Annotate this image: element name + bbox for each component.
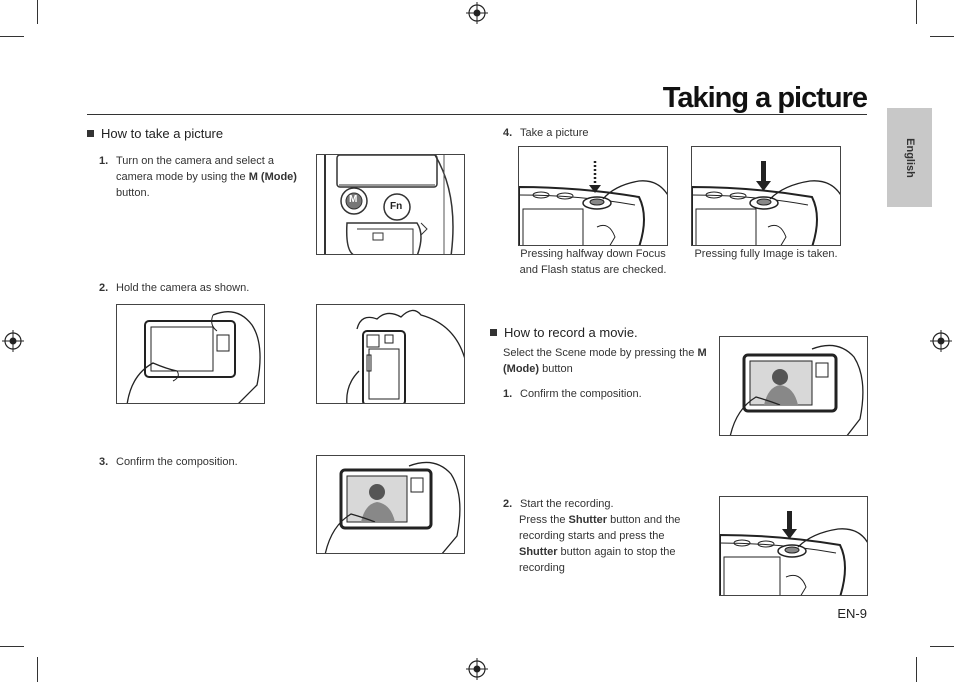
step-bold: M (Mode) (248, 171, 297, 183)
step-text: recording (519, 562, 565, 574)
illustration-half-press (518, 146, 668, 246)
step-text: Confirm the composition. (116, 456, 238, 468)
step-text: button and the (607, 514, 681, 526)
caption-full-press: Pressing fully Image is taken. (694, 248, 838, 260)
caption-line: and Flash status are checked. (519, 264, 667, 276)
step-number: 3. (99, 456, 109, 468)
section-heading-record-movie: How to record a movie. (490, 325, 638, 340)
registration-mark-right (930, 330, 952, 352)
bullet-square-icon (490, 329, 497, 336)
step-3: 3. Confirm the composition. (99, 454, 238, 470)
title-rule (87, 114, 867, 115)
step-text: Take a picture (520, 127, 589, 139)
illustration-start-recording (719, 496, 868, 596)
caption-line: Pressing halfway down Focus (520, 248, 666, 260)
step-number: 2. (503, 498, 513, 510)
section-heading-text: How to record a movie. (504, 325, 638, 340)
step-number: 1. (503, 388, 513, 400)
language-tab-label: English (903, 137, 916, 178)
illustration-hold-camera-landscape (116, 304, 265, 404)
step-text: Confirm the composition. (520, 388, 642, 400)
step-text: Start the recording. (520, 498, 614, 510)
caption-half-press: Pressing halfway down Focus and Flash st… (508, 246, 678, 278)
movie-intro: Select the Scene mode by pressing the M … (503, 345, 715, 377)
illustration-hold-camera-portrait (316, 304, 465, 404)
registration-mark-left (2, 330, 24, 352)
language-tab: English (887, 108, 932, 207)
step-number: 4. (503, 127, 513, 139)
section-heading-text: How to take a picture (101, 126, 224, 141)
step-bold: Shutter (568, 514, 608, 526)
step-text: button. (116, 187, 150, 199)
step-number: 2. (99, 282, 109, 294)
step-bold: Shutter (519, 546, 558, 558)
illustration-full-press (691, 146, 841, 246)
fn-button-label: Fn (390, 201, 403, 212)
step-text: Press the (519, 514, 569, 526)
mode-button-label: M (349, 194, 358, 205)
page-number: EN-9 (837, 606, 867, 621)
step-text: recording starts and press the (519, 530, 665, 542)
step-number: 1. (99, 155, 109, 167)
intro-text: button (539, 363, 573, 375)
step-4: 4. Take a picture (503, 125, 588, 141)
page-title: Taking a picture (662, 82, 868, 114)
illustration-mode-button: M Fn (316, 154, 465, 255)
illustration-confirm-composition (316, 455, 465, 554)
illustration-movie-composition (719, 336, 868, 436)
bullet-square-icon (87, 130, 94, 137)
step-text: camera mode by using the (116, 171, 249, 183)
intro-bold: M (Mode) (503, 347, 707, 375)
movie-step-1: 1. Confirm the composition. (503, 386, 642, 402)
movie-step-2: 2. Start the recording. Press the Shutter… (503, 496, 703, 576)
step-1: 1. Turn on the camera and select a camera… (99, 153, 304, 201)
step-text: Hold the camera as shown. (116, 282, 250, 294)
step-text: button again to stop the (557, 546, 676, 558)
section-heading-take-picture: How to take a picture (87, 126, 223, 141)
intro-text: Select the Scene mode by pressing the (503, 347, 698, 359)
step-text: Turn on the camera and select a (116, 155, 274, 167)
registration-mark-top (466, 2, 488, 24)
registration-mark-bottom (466, 658, 488, 680)
step-2: 2. Hold the camera as shown. (99, 280, 249, 296)
